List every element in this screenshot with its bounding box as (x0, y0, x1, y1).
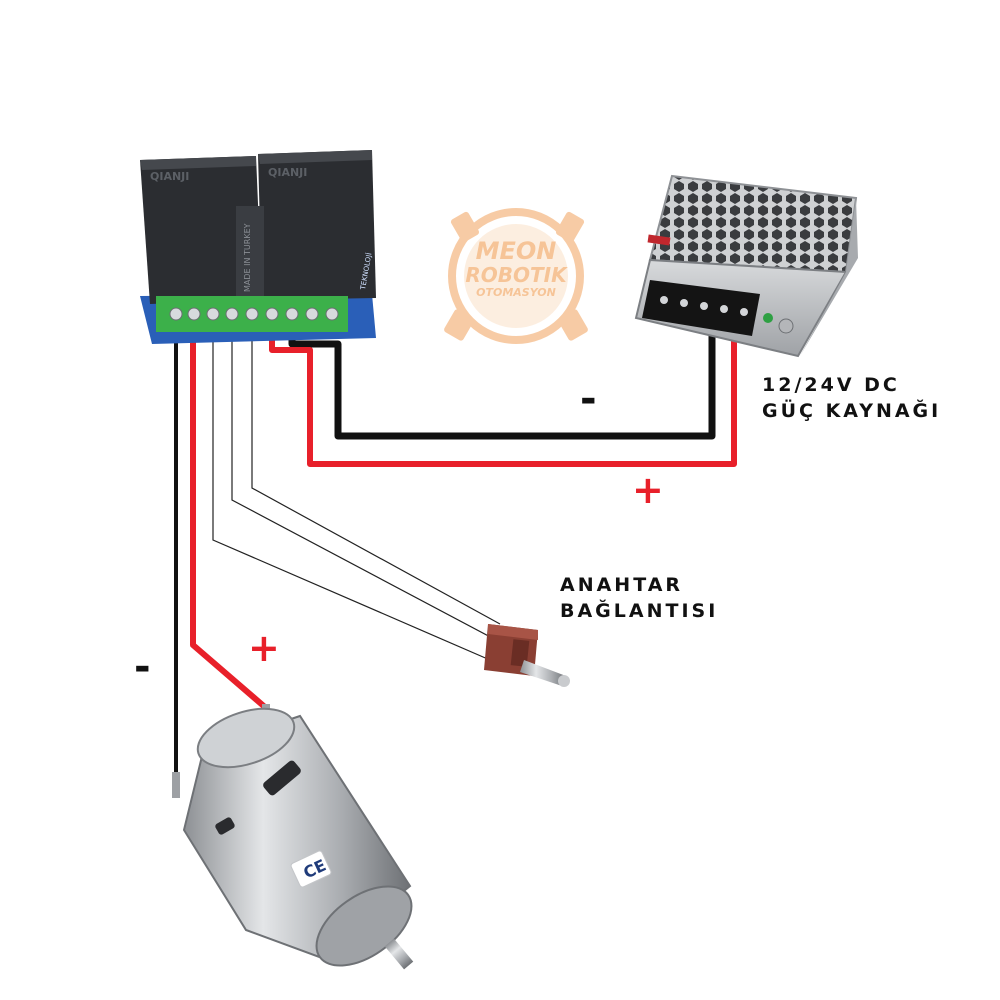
supply-positive-wire (269, 316, 737, 467)
watermark-line1: MEON (475, 237, 557, 265)
signal-wires (212, 318, 501, 661)
watermark-logo (444, 208, 588, 344)
power-supply (634, 174, 858, 358)
watermark-text: MEON ROBOTIK OTOMASYON (446, 238, 586, 300)
supply-negative-sign: - (580, 376, 597, 422)
supply-positive-sign: + (632, 468, 664, 512)
power-supply-label-line1: 12/24V DC (762, 374, 900, 396)
board-text: MADE IN TURKEY (243, 223, 252, 292)
power-supply-label: 12/24V DC GÜÇ KAYNAĞI (762, 372, 941, 424)
switch-label: ANAHTAR BAĞLANTISI (560, 572, 718, 624)
switch-label-line2: BAĞLANTISI (560, 600, 719, 622)
relay-2-brand: QIANJI (268, 166, 307, 179)
relay-1 (140, 156, 262, 304)
motor-positive-wire (190, 318, 268, 711)
switch-label-line1: ANAHTAR (560, 574, 684, 596)
relay-1-brand: QIANJI (150, 170, 189, 183)
motor-negative-sign: - (134, 644, 151, 690)
motor-positive-sign: + (248, 626, 280, 670)
watermark-line3: OTOMASYON (476, 286, 556, 299)
watermark-line2: ROBOTIK (465, 263, 567, 287)
relay-module: QIANJI QIANJI MADE IN TURKEY TEKNOLOJİ (140, 150, 376, 344)
power-supply-label-line2: GÜÇ KAYNAĞI (762, 400, 942, 422)
dc-motor: CE (172, 704, 414, 970)
toggle-switch (484, 624, 570, 687)
relay-2 (258, 150, 376, 300)
terminal-screws (169, 307, 339, 321)
